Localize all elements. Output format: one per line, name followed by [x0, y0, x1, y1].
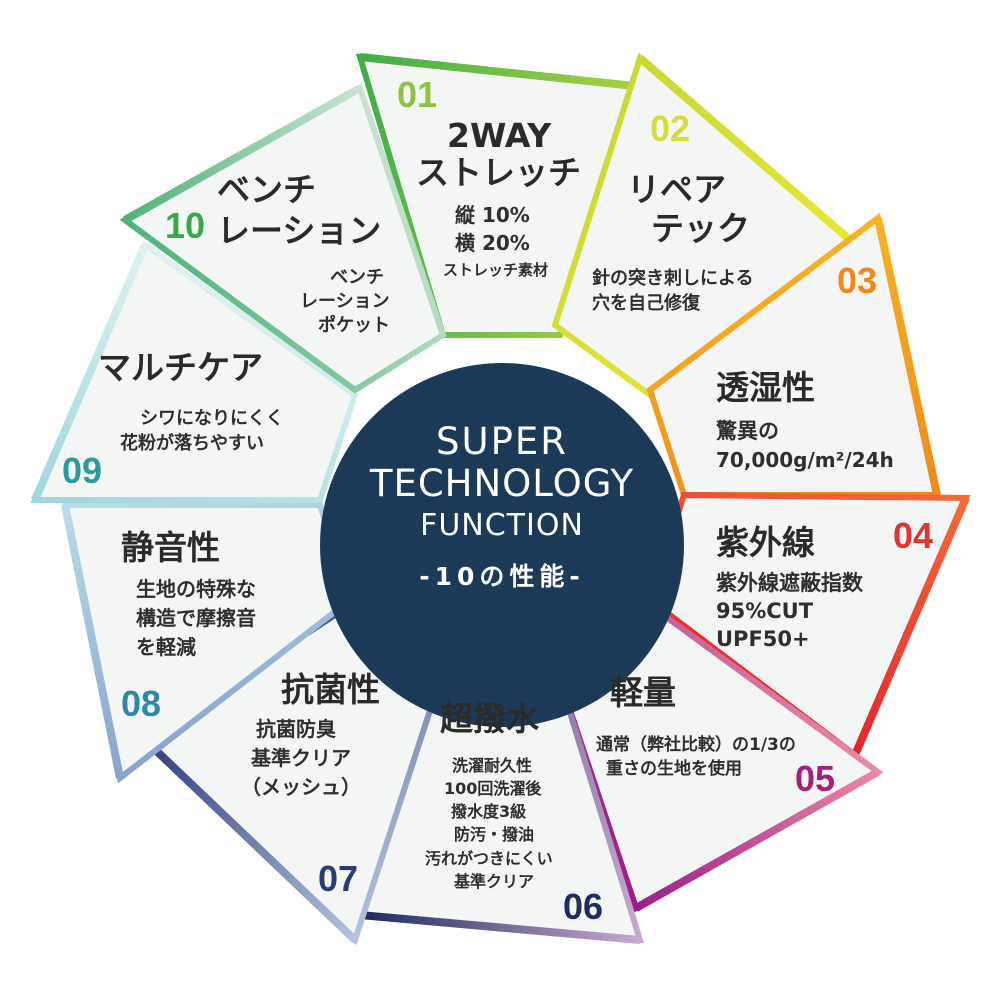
segment-04-desc-line1: 紫外線遮蔽指数	[716, 571, 863, 595]
segment-02-title-line1: リペア	[627, 170, 726, 209]
segment-08-number: 08	[121, 683, 162, 724]
segment-04-outer-edge	[851, 496, 970, 757]
segment-07-desc-line3: （メッシュ）	[241, 775, 361, 799]
center-subtitle: -10の性能-	[419, 562, 585, 591]
segment-06-desc-line2: 100回洗濯後	[444, 779, 542, 798]
segment-09-number: 09	[62, 450, 103, 491]
segment-06-desc-line1: 洗濯耐久性	[452, 756, 533, 775]
segment-03-desc-line2: 70,000g/m²/24h	[716, 448, 894, 472]
segment-07-desc-line1: 抗菌防臭	[256, 717, 336, 741]
segment-05-desc-line2: 重さの生地を使用	[606, 759, 742, 779]
segment-10-title-line2: レーション	[217, 211, 382, 250]
segment-07-outer-edge	[142, 737, 358, 943]
segment-04-title: 紫外線	[716, 523, 815, 562]
segment-01-outer-edge	[359, 53, 636, 90]
center-line-super: SUPER	[436, 420, 568, 463]
segment-08-outer-edge	[61, 504, 124, 779]
segment-05-outer-edge	[634, 768, 880, 912]
center-line-function: FUNCTION	[420, 508, 584, 543]
center-circle	[320, 363, 684, 727]
segment-07-title: 抗菌性	[281, 670, 380, 709]
segment-06-outer-edge	[359, 911, 641, 944]
segment-05-number: 05	[795, 758, 836, 799]
segment-09-desc-line1: シワになりにくく	[140, 408, 284, 429]
segment-01-number: 01	[397, 74, 438, 115]
segment-08-desc-line1: 生地の特殊な	[136, 577, 256, 601]
segment-02-outer-edge	[637, 54, 853, 244]
segment-03-title: 透湿性	[716, 368, 815, 407]
segment-10-number: 10	[165, 205, 206, 246]
segment-03-outer-edge	[874, 217, 941, 496]
segment-10-outer-edge	[123, 84, 362, 224]
segment-02-desc-line2: 穴を自己修復	[592, 293, 700, 314]
segment-09-title: マルチケア	[98, 348, 263, 387]
segment-09-desc-line2: 花粉が落ちやすい	[120, 433, 264, 454]
segment-01-desc-line2: 横 20%	[455, 231, 530, 255]
segment-01-title-line2: ストレッチ	[416, 153, 581, 192]
segment-01-desc-line3: ストレッチ素材	[443, 261, 549, 279]
segment-08-desc-line3: を軽減	[136, 635, 196, 659]
segment-02-title-line2: テック	[651, 209, 750, 248]
segment-10-title-line1: ベンチ	[217, 170, 316, 209]
segment-06-desc-line6: 基準クリア	[454, 872, 535, 891]
segment-06-desc-line4: 防汚・撥油	[454, 825, 535, 844]
segment-01-title-line1: 2WAY	[447, 116, 552, 155]
segment-06-desc-line3: 撥水度3級	[451, 802, 527, 821]
segment-09-outer-edge	[31, 243, 149, 502]
segment-05-title: 軽量	[610, 673, 676, 712]
segment-06-title: 超撥水	[440, 699, 539, 738]
segment-06-number: 06	[563, 886, 604, 927]
segment-06-desc-line5: 汚れがつきにくい	[425, 849, 553, 868]
center-line-technology: TECHNOLOGY	[369, 462, 635, 505]
segment-08-desc-line2: 構造で摩擦音	[136, 606, 256, 630]
segment-04-number: 04	[893, 515, 934, 556]
segment-03-number: 03	[837, 260, 878, 301]
segment-08-title: 静音性	[121, 528, 220, 567]
segment-07-number: 07	[318, 858, 359, 899]
segment-02-number: 02	[650, 108, 691, 149]
segment-10-desc-line2: レーション	[300, 291, 390, 312]
segment-03-desc-line1: 驚異の	[716, 419, 779, 443]
segment-10-desc-line1: ベンチ	[330, 267, 384, 288]
segment-04-desc-line3: UPF50+	[716, 627, 810, 651]
segment-05-desc-line1: 通常（弊社比較）の1/3の	[596, 735, 796, 755]
segment-07-desc-line2: 基準クリア	[251, 746, 351, 770]
segment-01-desc-line1: 縦 10%	[455, 203, 530, 227]
segment-10-desc-line3: ポケット	[318, 315, 390, 336]
segment-02-desc-line1: 針の突き刺しによる	[592, 268, 754, 289]
segment-04-desc-line2: 95%CUT	[716, 599, 814, 623]
